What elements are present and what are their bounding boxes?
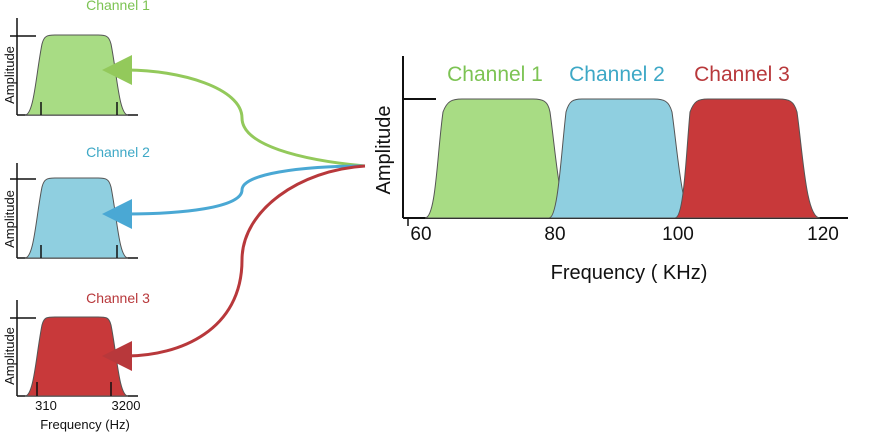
- channel-3-tick-3200: 3200: [112, 398, 141, 413]
- channel-3-tick-310: 310: [35, 398, 57, 413]
- channel-1-panel: Channel 1 Amplitude: [2, 0, 150, 116]
- main-legend-channel-1: Channel 1: [447, 63, 543, 86]
- main-tick-120: 120: [807, 224, 839, 245]
- main-channel-1-spectrum: [424, 98, 573, 219]
- channel-3-xlabel: Frequency (Hz): [40, 417, 130, 432]
- main-legend-channel-2: Channel 2: [569, 63, 665, 86]
- channel-1-title: Channel 1: [86, 0, 150, 13]
- connector-arrows: [102, 55, 366, 371]
- main-ylabel: Amplitude: [373, 106, 395, 195]
- channel-3-panel: Channel 3 Amplitude 310 3200 Frequency (…: [2, 290, 150, 432]
- main-tick-60: 60: [410, 224, 431, 245]
- channel-3-ylabel: Amplitude: [2, 327, 17, 385]
- main-tick-80: 80: [544, 224, 565, 245]
- arrow-to-channel-1: [102, 55, 366, 168]
- main-channel-2-spectrum: [548, 98, 696, 219]
- channel-2-ylabel: Amplitude: [2, 190, 17, 248]
- main-xlabel: Frequency ( KHz): [551, 262, 708, 284]
- arrow-to-channel-3: [102, 164, 366, 371]
- main-channel-3-spectrum: [674, 98, 821, 219]
- channel-2-panel: Channel 2 Amplitude: [2, 144, 150, 259]
- channel-3-title: Channel 3: [86, 290, 150, 306]
- channel-3-spectrum: [24, 316, 129, 397]
- channel-2-title: Channel 2: [86, 144, 150, 160]
- arrow-to-channel-2: [102, 164, 366, 229]
- main-chart: Channel 1 Channel 2 Channel 3 Amplitude …: [373, 56, 848, 284]
- main-legend-channel-3: Channel 3: [694, 63, 790, 86]
- main-tick-100: 100: [662, 224, 694, 245]
- channel-1-ylabel: Amplitude: [2, 46, 17, 104]
